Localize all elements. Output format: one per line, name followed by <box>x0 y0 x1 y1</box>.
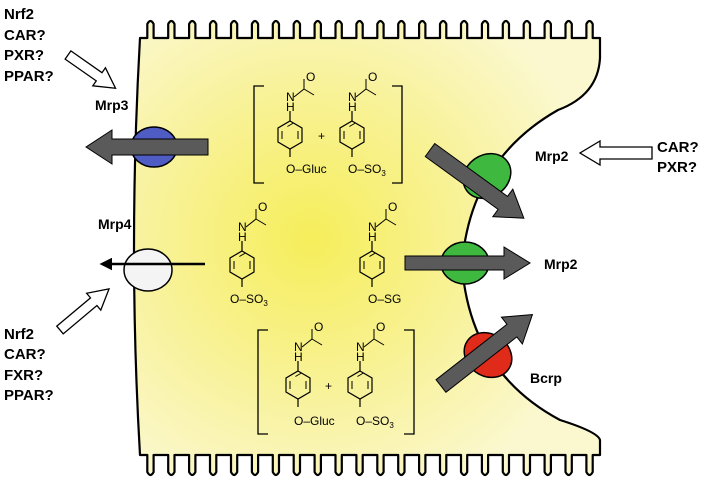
atom-o: O <box>306 70 315 84</box>
glutathione-group: O–SG <box>368 292 401 306</box>
glutathione-structure: N H O O–SG <box>359 200 401 306</box>
induction-arrow-right <box>578 139 653 167</box>
glucuronide-structure: N H O O–Gluc <box>277 70 327 176</box>
atom-o: O <box>258 200 267 214</box>
mrp4-label: Mrp4 <box>98 216 132 232</box>
sulfate-group: O–SO3 <box>348 162 386 178</box>
regulator-label: PPAR? <box>4 68 54 85</box>
efflux-arrow-mrp2-top <box>424 142 525 219</box>
bcrp-label: Bcrp <box>530 370 562 386</box>
atom-h: H <box>294 350 303 364</box>
plus-sign: + <box>325 379 332 393</box>
regulators-right: CAR? PXR? <box>657 139 699 176</box>
efflux-arrow-mrp3 <box>85 129 209 165</box>
regulator-label: PXR? <box>4 47 44 64</box>
atom-n: N <box>238 220 247 234</box>
sulfate-structure: N H O O–SO3 <box>347 320 394 430</box>
conjugate-group-bottom: N H O O–Gluc + N H O O–SO3 <box>257 320 415 435</box>
atom-h: H <box>286 100 295 114</box>
sulfate-group: O–SO3 <box>230 292 268 308</box>
regulator-label: CAR? <box>4 346 46 363</box>
mrp3-label: Mrp3 <box>95 97 129 113</box>
induction-arrow-top-left <box>64 49 117 90</box>
sulfate-structure-middle: N H O O–SO3 <box>229 200 268 308</box>
regulator-label: CAR? <box>657 139 699 156</box>
atom-h: H <box>348 100 357 114</box>
plus-sign: + <box>318 129 325 143</box>
sulfate-group: O–SO3 <box>356 414 394 430</box>
regulators-top-left: Nrf2 CAR? PXR? PPAR? <box>4 6 54 85</box>
induction-arrow-bottom-left <box>55 287 111 335</box>
atom-n: N <box>286 90 295 104</box>
atom-o: O <box>314 320 323 334</box>
atom-n: N <box>348 90 357 104</box>
atom-o: O <box>368 70 377 84</box>
regulator-label: Nrf2 <box>4 6 34 23</box>
mrp2-top-label: Mrp2 <box>535 148 569 164</box>
glucuronide-group: O–Gluc <box>294 414 335 428</box>
atom-h: H <box>238 230 247 244</box>
atom-n: N <box>368 220 377 234</box>
regulator-label: FXR? <box>4 367 43 384</box>
atom-h: H <box>368 230 377 244</box>
regulator-label: Nrf2 <box>4 326 34 343</box>
atom-o: O <box>376 320 385 334</box>
efflux-arrow-bcrp <box>435 314 534 394</box>
atom-o: O <box>388 200 397 214</box>
mrp4-transporter <box>123 248 173 292</box>
regulator-label: PXR? <box>657 159 697 176</box>
atom-h: H <box>356 350 365 364</box>
efflux-arrow-mrp2-mid <box>404 246 531 280</box>
regulators-bottom-left: Nrf2 CAR? FXR? PPAR? <box>4 326 54 404</box>
atom-n: N <box>356 340 365 354</box>
regulator-label: CAR? <box>4 27 46 44</box>
mrp2-mid-label: Mrp2 <box>544 256 578 272</box>
glucuronide-group: O–Gluc <box>286 162 327 176</box>
atom-n: N <box>294 340 303 354</box>
conjugate-group-top: N H O O–Gluc + N H O O–SO3 <box>253 70 403 184</box>
sulfate-structure: N H O O–SO3 <box>339 70 386 178</box>
regulator-label: PPAR? <box>4 387 54 404</box>
glucuronide-structure: N H O O–Gluc <box>285 320 335 428</box>
